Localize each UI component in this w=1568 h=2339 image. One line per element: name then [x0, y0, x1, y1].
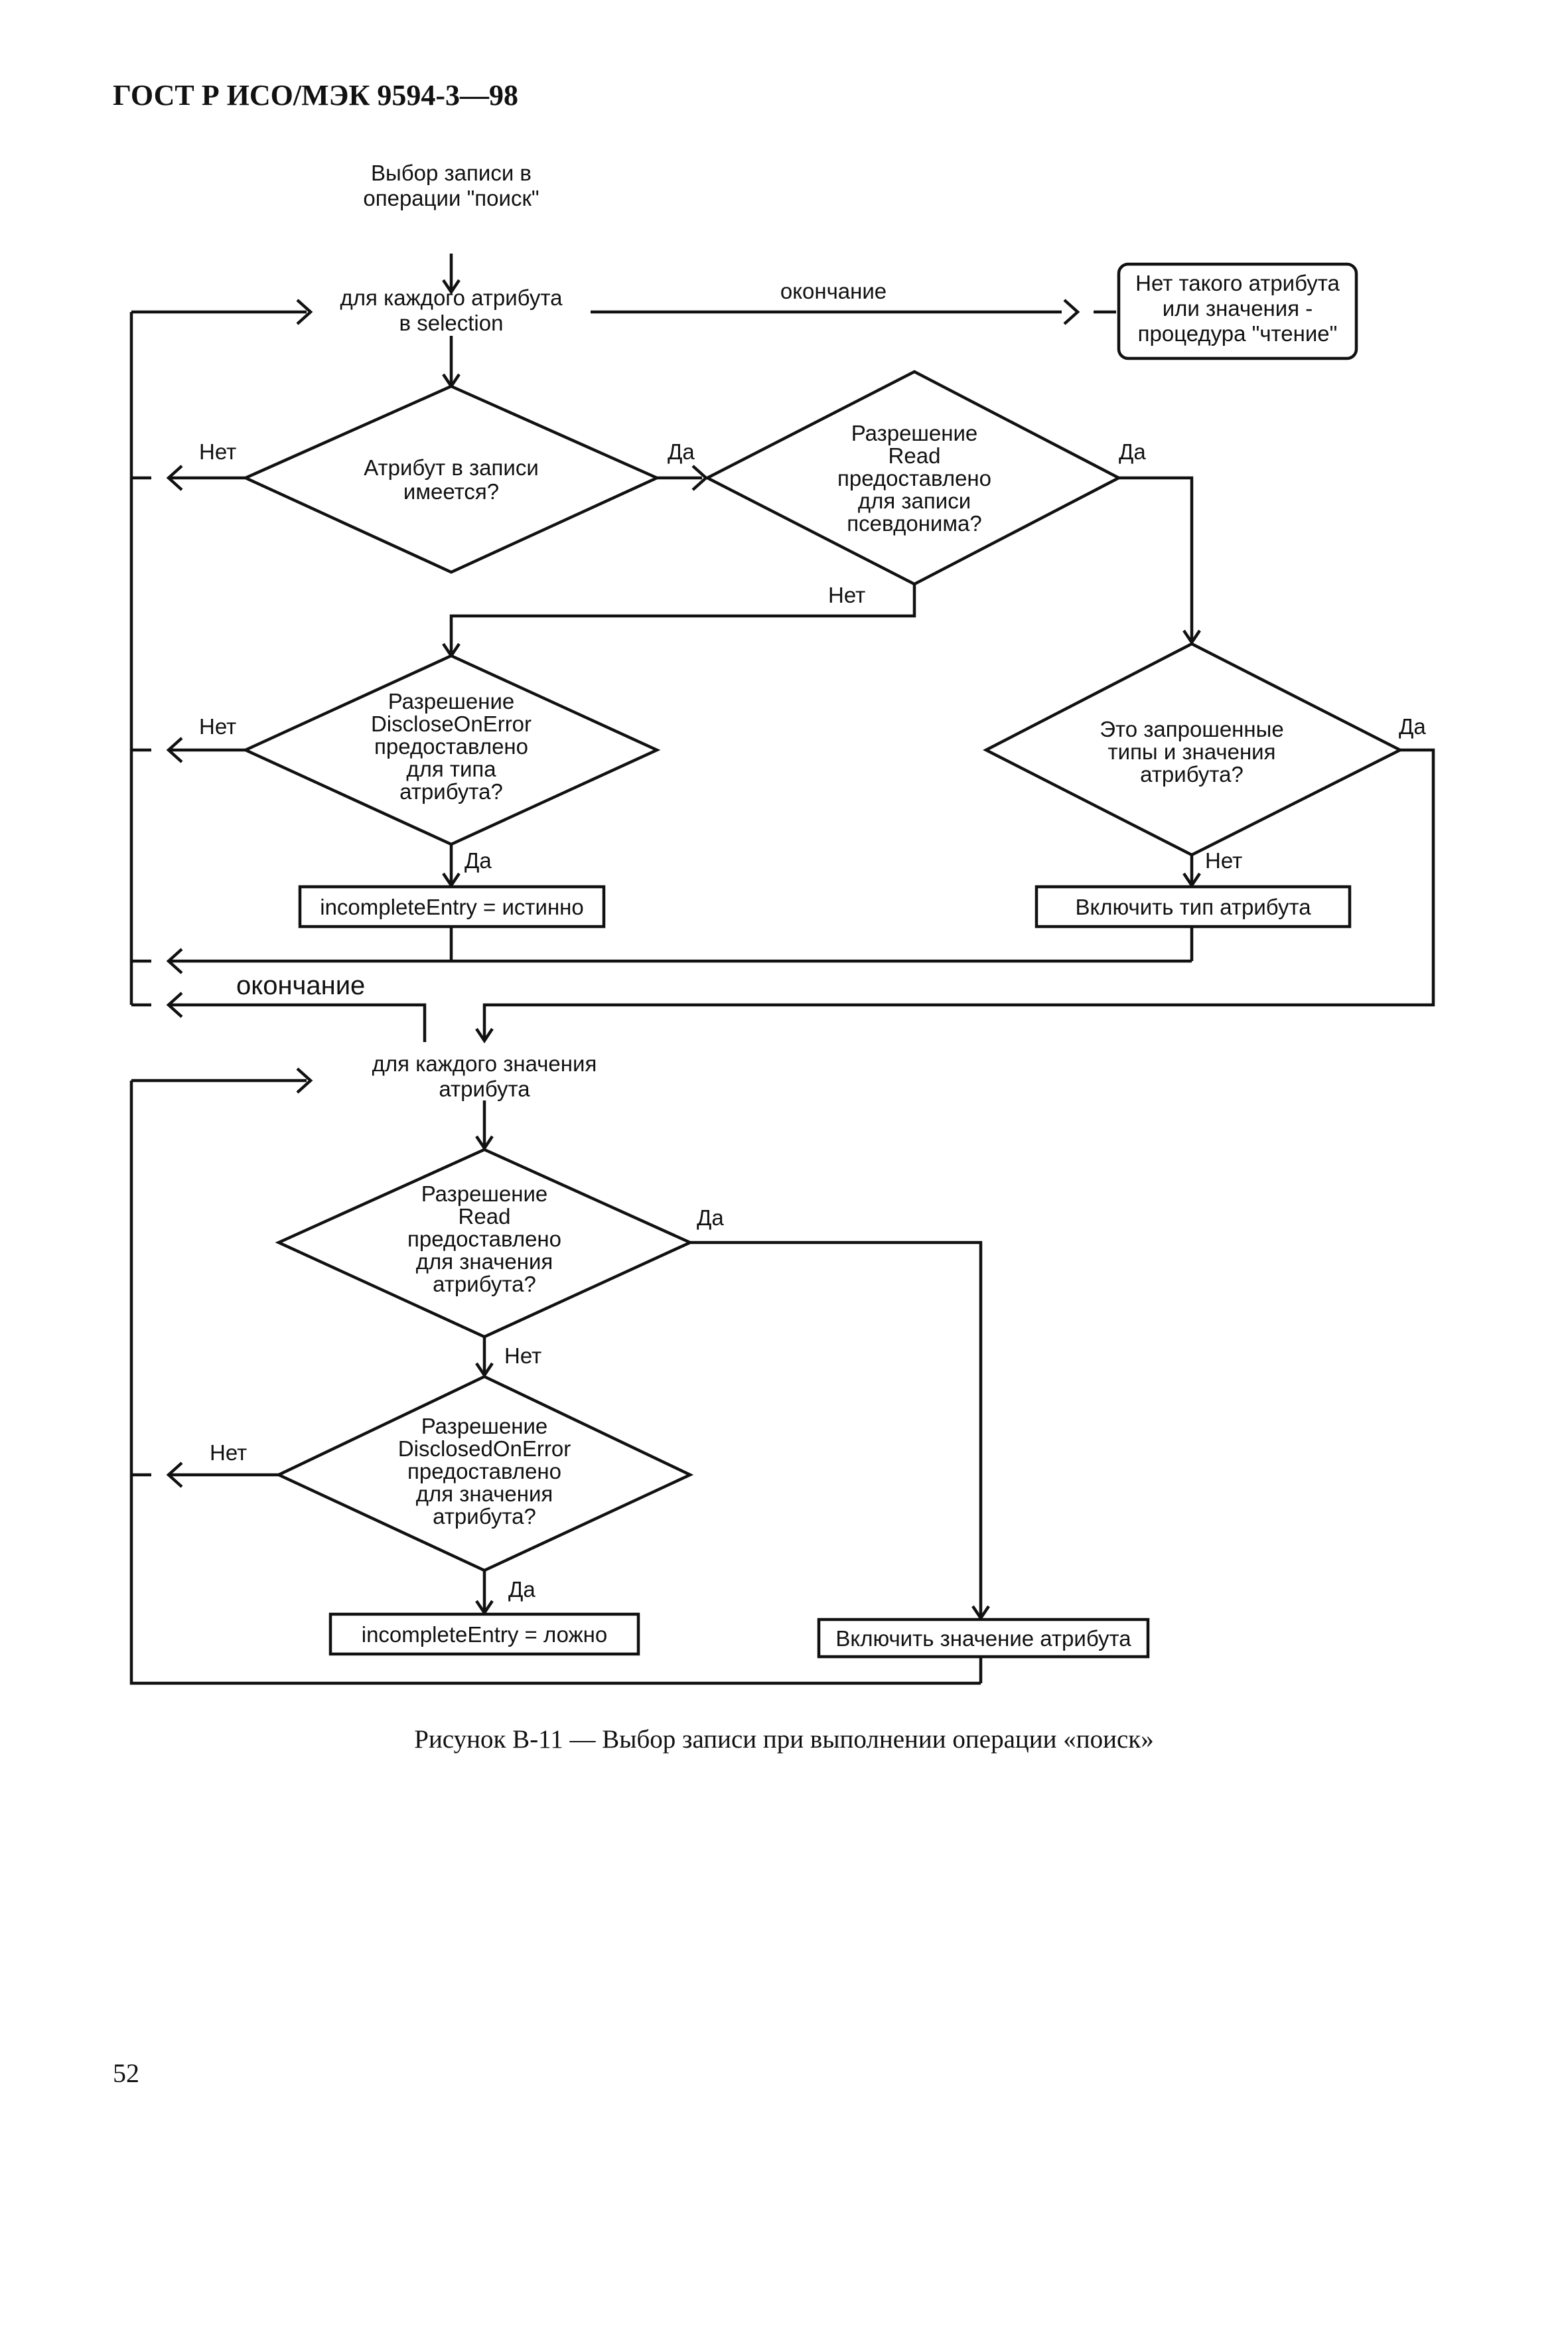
decision-disclose-type-line-3: предоставлено [374, 734, 528, 759]
loop-attribute-line-1: для каждого атрибута [340, 285, 563, 310]
box-include-value-text: Включить значение атрибута [835, 1626, 1131, 1651]
label-no-attr: Нет [199, 439, 236, 464]
loop-back-bus-bottom [129, 1081, 981, 1685]
decision-read-alias-line-5: псевдонима? [847, 511, 982, 536]
arrowhead [1063, 299, 1080, 325]
arrowhead [296, 299, 313, 325]
decision-disclose-type-line-1: Разрешение [388, 689, 515, 714]
decision-read-alias-line-1: Разрешение [851, 421, 978, 445]
box-incomplete-false [328, 1612, 640, 1656]
arrowhead [166, 992, 183, 1018]
label-yes-read-alias: Да [1119, 439, 1146, 464]
no-attribute-line-2: или значения - [1163, 296, 1313, 321]
decision-disclose-type-line-2: DiscloseOnError [371, 712, 532, 736]
no-attribute-line-1: Нет такого атрибута [1135, 271, 1340, 295]
decision-disclose-type-line-4: для типа [406, 757, 496, 781]
decision-read-alias-line-3: предоставлено [837, 466, 991, 490]
decision-disclosed-value-line-1: Разрешение [421, 1414, 548, 1438]
box-incomplete-false-text: incompleteEntry = ложно [362, 1622, 607, 1647]
label-no-disclosed-value: Нет [210, 1440, 247, 1465]
decision-read-alias [704, 370, 1122, 586]
label-yes-read-value: Да [697, 1205, 724, 1230]
decision-read-value-line-4: для значения [416, 1249, 553, 1274]
connector-read-alias-no [449, 584, 916, 654]
decision-attr-line-1: Атрибут в записи [364, 455, 539, 480]
decision-requested-line-1: Это запрошенные [1100, 717, 1283, 741]
decision-read-value-line-1: Разрешение [421, 1181, 548, 1206]
decision-disclose-type-line-5: атрибута? [399, 779, 503, 804]
box-include-type-text: Включить тип атрибута [1075, 895, 1311, 919]
label-no-read-value: Нет [504, 1343, 541, 1368]
decision-read-value-line-3: предоставлено [407, 1227, 561, 1251]
arrowhead [296, 1067, 313, 1094]
start-line-1: Выбор записи в [371, 161, 532, 185]
decision-disclose-type [242, 654, 661, 846]
label-yes-requested: Да [1399, 714, 1426, 739]
decision-read-alias-line-4: для записи [858, 489, 971, 513]
decision-disclosed-value-line-4: для значения [416, 1481, 553, 1506]
label-no-read-alias: Нет [828, 583, 865, 607]
decision-read-alias-line-2: Read [889, 443, 941, 468]
box-incomplete-true-text: incompleteEntry = истинно [320, 895, 584, 919]
arrowhead [166, 465, 183, 491]
connector-requested-yes [482, 748, 1435, 1039]
page-number: 52 [113, 2058, 139, 2088]
decision-disclosed-value [275, 1375, 694, 1572]
box-include-value [817, 1618, 1150, 1659]
document-header: ГОСТ Р ИСО/МЭК 9594-3—98 [113, 79, 519, 112]
connector-read-value-yes [690, 1241, 983, 1617]
box-include-type [1034, 885, 1352, 929]
decision-disclosed-value-line-5: атрибута? [433, 1504, 536, 1529]
loop-value-line-1: для каждого значения [372, 1051, 597, 1076]
decision-attr-present [242, 384, 661, 574]
connector-value-loop-end [169, 1003, 427, 1042]
loop-value-line-2: атрибута [439, 1077, 530, 1101]
label-yes-attr: Да [668, 439, 695, 464]
end-label-mid: окончание [236, 971, 365, 1000]
arrowhead [475, 1027, 494, 1044]
box-incomplete-true [298, 885, 606, 929]
arrowhead [166, 948, 183, 974]
figure-caption: Рисунок В-11 — Выбор записи при выполнен… [414, 1725, 1154, 1754]
decision-read-value-line-5: атрибута? [433, 1272, 536, 1296]
label-no-disclose-type: Нет [199, 714, 236, 739]
decision-requested [983, 642, 1403, 857]
start-line-2: операции "поиск" [363, 186, 539, 210]
decision-disclosed-value-line-2: DisclosedOnError [398, 1436, 571, 1461]
connector-read-alias-yes [1119, 476, 1194, 641]
decision-disclosed-value-line-3: предоставлено [407, 1459, 561, 1483]
no-attribute-line-3: процедура "чтение" [1138, 321, 1338, 346]
arrowhead [442, 279, 461, 295]
decision-requested-line-2: типы и значения [1108, 739, 1276, 764]
decision-requested-line-3: атрибута? [1140, 762, 1244, 787]
label-no-requested: Нет [1205, 848, 1242, 873]
arrowhead [166, 1462, 183, 1488]
no-attribute-box [1117, 262, 1358, 360]
decision-read-value [275, 1148, 694, 1339]
label-yes-disclose-type: Да [464, 848, 492, 873]
arrowhead [166, 737, 183, 763]
end-label-top: окончание [780, 279, 887, 303]
decision-attr-line-2: имеется? [403, 479, 499, 504]
decision-read-value-line-2: Read [459, 1204, 511, 1229]
loop-attribute-line-2: в selection [399, 311, 504, 335]
label-yes-disclosed-value: Да [508, 1577, 535, 1602]
